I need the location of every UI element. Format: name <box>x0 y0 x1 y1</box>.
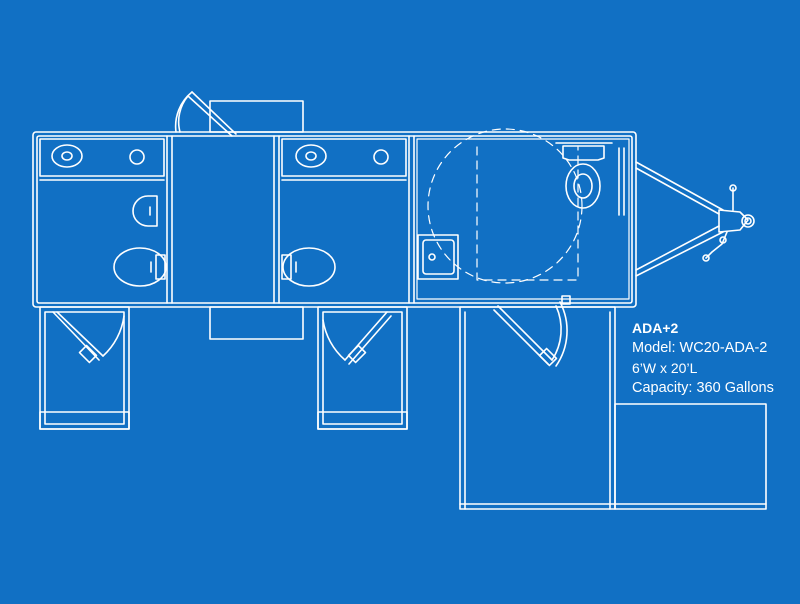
ada-restroom <box>416 128 630 367</box>
left-entry-stairs <box>39 306 130 430</box>
center-entry-stairs <box>317 306 408 430</box>
model-title: ADA+2 <box>632 320 679 336</box>
center-restroom <box>281 138 407 287</box>
model-dimensions: 6’W x 20’L <box>632 360 698 376</box>
center-entry-door <box>174 91 304 137</box>
model-number: Model: WC20-ADA-2 <box>632 340 768 356</box>
ada-ramp <box>459 306 767 510</box>
center-step <box>209 306 304 340</box>
tow-hitch <box>635 161 755 277</box>
model-spec-panel: ADA+2 Model: WC20-ADA-2 6’W x 20’L Capac… <box>632 318 774 398</box>
model-capacity: Capacity: 360 Gallons <box>632 380 774 396</box>
interior-walls <box>166 135 415 304</box>
left-restroom <box>39 138 167 287</box>
